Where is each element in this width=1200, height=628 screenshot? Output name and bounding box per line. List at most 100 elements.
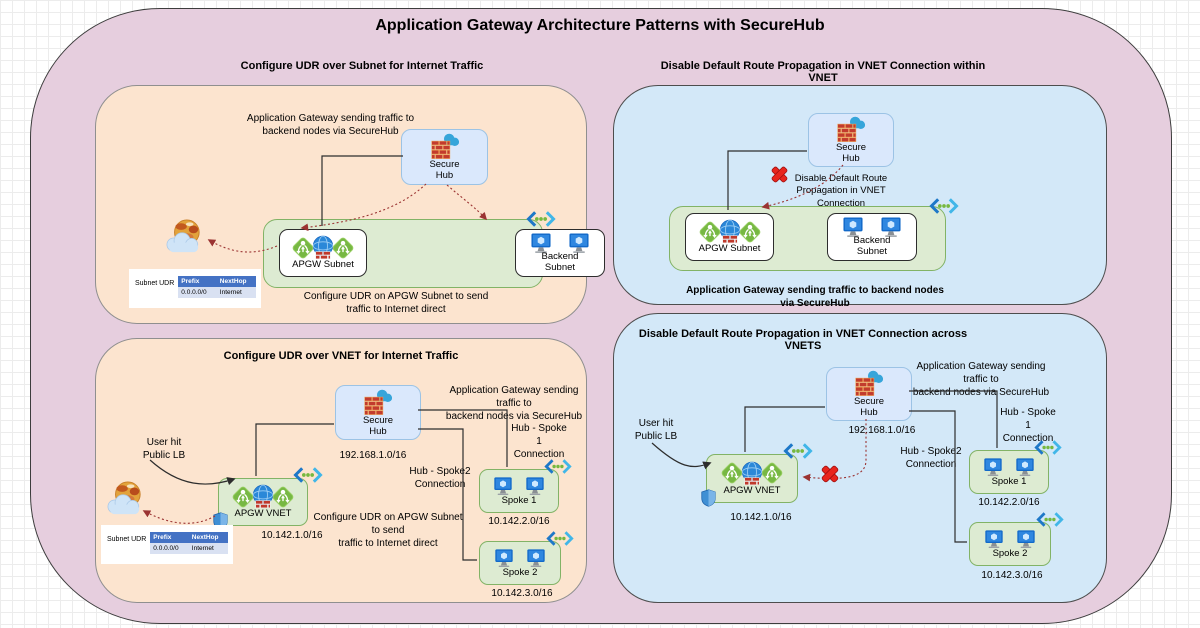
vnet-icon: [783, 442, 813, 460]
apgw-subnet-node: APGW Subnet: [279, 229, 367, 277]
spoke1-label: Spoke 1: [501, 494, 537, 506]
section-header-top-left: Configure UDR over Subnet for Internet T…: [240, 60, 484, 72]
udr-cell-nexthop: Internet: [216, 287, 256, 298]
vnet-icon: [1034, 439, 1062, 456]
secure-hub-node: Secure Hub: [401, 129, 488, 185]
panel-disable-route-within-vnet: Secure Hub Disable Default Route Propaga…: [613, 85, 1107, 309]
nsg-shield-icon: [701, 489, 716, 507]
label-hub-spoke2-connection: Hub - Spoke2 Connection: [409, 466, 471, 490]
spoke2-ip-label: 10.142.3.0/16: [981, 570, 1043, 581]
udr-cell-prefix: 0.0.0.0/0: [178, 287, 217, 298]
udr-header-nexthop: NextHop: [188, 532, 228, 543]
vm-icon: [493, 476, 513, 496]
vm-icon: [525, 476, 545, 496]
spoke1-node: Spoke 1: [969, 450, 1049, 494]
apgw-vnet-label: APGW VNET: [723, 484, 781, 496]
hub-ip-label: 192.168.1.0/16: [339, 450, 407, 461]
firewall-cloud-icon: [362, 388, 394, 416]
apgw-vnet-node: APGW VNET: [218, 478, 308, 526]
hub-ip-label: 192.168.1.0/16: [848, 425, 916, 436]
waf-globe-icon: [717, 219, 743, 244]
udr-label: Subnet UDR: [107, 536, 147, 543]
vm-icon: [983, 457, 1003, 477]
note-configure-udr: Configure UDR on APGW Subnet to send tra…: [303, 291, 489, 315]
apgw-ip-label: 10.142.1.0/16: [730, 512, 792, 523]
udr-header-nexthop: NextHop: [216, 276, 256, 287]
apgw-vnet-label: APGW VNET: [234, 508, 292, 520]
apgw-vnet-node: APGW VNET: [706, 454, 798, 503]
vnet-icon: [293, 466, 323, 484]
backend-subnet-node: Backend Subnet: [515, 229, 605, 277]
apgw-subnet-label: APGW Subnet: [698, 243, 761, 255]
waf-globe-icon: [739, 461, 765, 486]
udr-label: Subnet UDR: [135, 280, 175, 287]
vnet-icon: [546, 530, 574, 547]
backend-subnet-label: Backend Subnet: [541, 251, 579, 273]
internet-cloud-icon: [104, 481, 146, 517]
vnet-icon: [929, 197, 959, 215]
backend-subnet-label: Backend Subnet: [853, 235, 891, 257]
apgw-subnet-label: APGW Subnet: [292, 259, 354, 271]
spoke2-ip-label: 10.142.3.0/16: [491, 588, 553, 599]
spoke1-ip-label: 10.142.2.0/16: [978, 497, 1040, 508]
diagram-title: Application Gateway Architecture Pattern…: [375, 17, 825, 34]
secure-hub-node: Secure Hub: [826, 367, 912, 421]
blocked-x-icon: [770, 165, 789, 184]
spoke1-node: Spoke 1: [479, 469, 559, 513]
section-header-bottom-left: Configure UDR over VNET for Internet Tra…: [223, 350, 459, 362]
vnet-icon: [544, 458, 572, 475]
udr-table: Prefix NextHop 0.0.0.0/0 Internet: [178, 276, 256, 298]
secure-hub-label: Secure Hub: [853, 396, 885, 418]
vm-icon: [526, 548, 546, 568]
spoke1-label: Spoke 1: [991, 475, 1027, 487]
udr-header-prefix: Prefix: [150, 532, 189, 543]
section-header-bottom-right: Disable Default Route Propagation in VNE…: [638, 328, 968, 352]
vnet-icon: [1036, 511, 1064, 528]
vm-icon: [984, 529, 1004, 549]
waf-globe-icon: [250, 484, 276, 509]
note-agw-traffic: Application Gateway sending traffic to b…: [246, 113, 415, 137]
note-user-hit-lb: User hit Public LB: [634, 418, 678, 442]
vm-icon: [1016, 529, 1036, 549]
note-configure-udr: Configure UDR on APGW Subnet to send tra…: [313, 512, 463, 549]
note-user-hit-lb: User hit Public LB: [142, 437, 186, 461]
udr-header-prefix: Prefix: [178, 276, 217, 287]
vnet-container: APGW Subnet Backend Subnet: [669, 206, 946, 271]
spoke2-label: Spoke 2: [502, 566, 538, 578]
udr-table: Prefix NextHop 0.0.0.0/0 Internet: [150, 532, 228, 554]
note-agw-traffic-bold: Application Gateway sending traffic to b…: [686, 285, 944, 309]
vnet-container: APGW Subnet Backend Subnet: [263, 219, 605, 288]
label-hub-spoke2-connection: Hub - Spoke2 Connection: [900, 446, 962, 470]
waf-globe-icon: [310, 235, 336, 260]
secure-hub-label: Secure Hub: [362, 414, 394, 437]
apgw-subnet-node: APGW Subnet: [685, 213, 774, 261]
internet-cloud-icon: [163, 219, 205, 255]
subnet-udr-card: Subnet UDR Prefix NextHop 0.0.0.0/0 Inte…: [101, 525, 233, 564]
section-header-top-right: Disable Default Route Propagation in VNE…: [660, 60, 986, 84]
label-hub-spoke1-connection: Hub - Spoke 1 Connection: [511, 423, 567, 460]
spoke2-node: Spoke 2: [479, 541, 561, 585]
firewall-cloud-icon: [853, 369, 885, 397]
udr-cell-prefix: 0.0.0.0/0: [150, 543, 189, 554]
secure-hub-node: Secure Hub: [335, 385, 421, 440]
subnet-udr-card: Subnet UDR Prefix NextHop 0.0.0.0/0 Inte…: [129, 269, 261, 308]
note-agw-traffic: Application Gateway sending traffic to b…: [445, 385, 583, 422]
panel-disable-route-across-vnets: Disable Default Route Propagation in VNE…: [613, 313, 1107, 603]
vnet-icon: [526, 210, 556, 228]
blocked-x-icon: [820, 464, 840, 484]
firewall-cloud-icon: [429, 132, 461, 160]
note-agw-traffic: Application Gateway sending traffic to b…: [912, 361, 1050, 398]
spoke2-label: Spoke 2: [992, 547, 1028, 559]
udr-cell-nexthop: Internet: [188, 543, 228, 554]
note-disable-route: Disable Default Route Propagation in VNE…: [794, 173, 888, 209]
panel-udr-vnet: Configure UDR over VNET for Internet Tra…: [95, 338, 587, 603]
secure-hub-label: Secure Hub: [835, 142, 867, 164]
vm-icon: [1015, 457, 1035, 477]
apgw-ip-label: 10.142.1.0/16: [261, 530, 323, 541]
vm-icon: [494, 548, 514, 568]
backend-subnet-node: Backend Subnet: [827, 213, 917, 261]
spoke1-ip-label: 10.142.2.0/16: [488, 516, 550, 527]
secure-hub-label: Secure Hub: [429, 159, 460, 181]
secure-hub-node: Secure Hub: [808, 113, 894, 167]
